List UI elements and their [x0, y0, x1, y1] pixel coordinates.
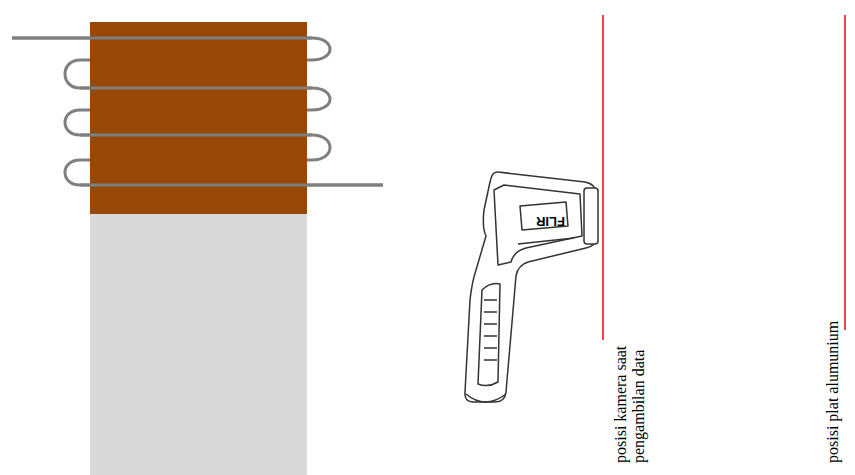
camera-position-line [602, 15, 604, 340]
brand-logo: FLIR [536, 214, 565, 228]
aluminium-rod [90, 214, 307, 475]
position-label: posisi plat alumunium [824, 321, 842, 463]
coil-wire-front [12, 38, 383, 185]
plate-position-line [844, 15, 846, 330]
thermal-camera [465, 172, 598, 402]
position-label: posisi kamera saat pengambilan data [612, 331, 647, 463]
